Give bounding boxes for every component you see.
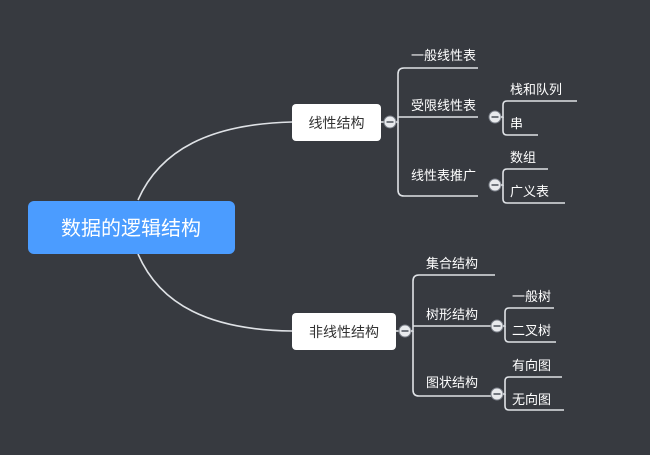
main-node-linear-label: 线性结构	[309, 116, 365, 132]
sub-node-label[interactable]: 线性表推广	[411, 169, 476, 184]
sub-node-label[interactable]: 一般线性表	[411, 48, 476, 64]
leaf-node-label[interactable]: 数组	[510, 151, 536, 166]
collapse-minus-icon[interactable]	[398, 324, 412, 338]
branch-linear: 线性结构 一般线性表 受限线性表 栈和队列 串 线性表推广 数组 广义表	[292, 48, 577, 204]
leaf-node-label[interactable]: 一般树	[512, 289, 551, 305]
sub-node-label[interactable]: 集合结构	[426, 256, 478, 272]
leaf-node-label[interactable]: 二叉树	[512, 324, 551, 339]
connector-root-nonlinear	[137, 253, 293, 332]
root-node[interactable]: 数据的逻辑结构	[28, 201, 235, 254]
sub-node-label[interactable]: 树形结构	[426, 308, 478, 323]
root-label: 数据的逻辑结构	[61, 216, 201, 240]
collapse-minus-icon[interactable]	[488, 110, 502, 124]
connector-root-linear	[137, 121, 293, 201]
collapse-minus-icon[interactable]	[488, 178, 502, 192]
collapse-minus-icon[interactable]	[383, 115, 397, 129]
sub-node-label[interactable]: 受限线性表	[411, 99, 476, 114]
sub-node-label[interactable]: 图状结构	[426, 376, 478, 391]
leaf-node-label[interactable]: 串	[510, 117, 523, 132]
leaf-node-label[interactable]: 栈和队列	[510, 83, 562, 98]
collapse-minus-icon[interactable]	[490, 319, 504, 333]
collapse-minus-icon[interactable]	[490, 387, 504, 401]
leaf-node-label[interactable]: 无向图	[512, 392, 551, 408]
main-node-nonlinear-label: 非线性结构	[309, 325, 379, 341]
branch-nonlinear: 非线性结构 集合结构 树形结构 一般树 二叉树 图状结构 有向图 无向图	[292, 256, 564, 411]
main-node-nonlinear[interactable]	[292, 313, 396, 350]
leaf-node-label[interactable]: 广义表	[510, 185, 549, 200]
leaf-node-label[interactable]: 有向图	[512, 358, 551, 374]
main-node-linear[interactable]	[292, 104, 381, 141]
